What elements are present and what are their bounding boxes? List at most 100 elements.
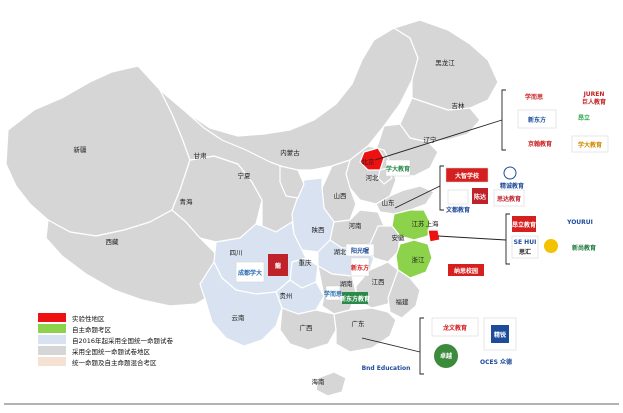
logo-juren: JUREN 巨人教育: [582, 91, 606, 106]
logo-yangguangwo: 阳光喔: [345, 243, 375, 257]
province-shanghai: [427, 229, 441, 243]
svg-text:文都教育: 文都教育: [445, 206, 470, 214]
logo-angli: 昂立: [578, 114, 590, 122]
logo-xindongfang-education: 新东方教育: [340, 292, 370, 304]
label-neimenggu: 内蒙古: [280, 148, 300, 157]
logo-bnd: Bnd Education: [362, 365, 411, 372]
legend-item-mixed: 统一命题及自主命题混合考区: [38, 357, 157, 367]
logo-jingrui: 精锐: [483, 317, 517, 351]
logo-long-sichuan: 龍: [268, 254, 288, 276]
label-guangdong: 广东: [352, 319, 366, 328]
legend-label-pilot: 实验性地区: [72, 314, 105, 323]
legend-item-national-2016: 自2016年起采用全国统一命题试卷: [38, 335, 174, 345]
svg-text:纳思校园: 纳思校园: [454, 267, 478, 275]
svg-text:YOURUI: YOURUI: [566, 219, 593, 226]
label-guangxi: 广西: [300, 323, 314, 332]
svg-text:成都学大: 成都学大: [238, 269, 262, 277]
label-jilin: 吉林: [452, 101, 466, 110]
label-anhui: 安徽: [392, 233, 406, 242]
province-zhejiang: [395, 239, 433, 279]
label-hubei: 湖北: [334, 247, 348, 256]
logo-jingcheng: 精诚教育: [500, 166, 524, 190]
label-chongqing: 重庆: [299, 258, 313, 267]
label-jiangsu: 江苏: [412, 219, 426, 228]
logo-xueersi: 学而思: [525, 93, 543, 101]
label-shanghai: 上海: [426, 219, 440, 228]
logo-longwen: 龙文教育: [431, 317, 479, 337]
logo-xueda: 学大教育: [571, 135, 609, 153]
label-shandong: 山东: [382, 198, 396, 207]
legend-label-national: 采用全国统一命题试卷地区: [72, 347, 151, 356]
label-yunnan: 云南: [232, 313, 246, 322]
svg-text:JUREN: JUREN: [583, 91, 605, 98]
logo-dazhi: 大智学校: [445, 167, 489, 183]
legend-swatch-national: [38, 346, 66, 355]
legend-label-national-2016: 自2016年起采用全国统一命题试卷: [72, 336, 174, 345]
label-sichuan: 四川: [230, 249, 243, 257]
label-zhejiang: 浙江: [412, 255, 426, 264]
svg-text:新东方: 新东方: [528, 116, 546, 124]
label-shanxi: 山西: [334, 191, 348, 200]
logo-wendu: 文都教育: [445, 189, 470, 214]
logo-xueda-chengdu: 成都学大: [235, 261, 265, 283]
province-ningxia: [279, 165, 305, 199]
province-yunnan: [199, 261, 283, 347]
logo-jinghan: 京翰教育: [528, 140, 552, 148]
logo-xueersi-hubei: 学而思: [324, 285, 342, 301]
label-hebei: 河北: [366, 174, 380, 182]
logo-yourui: YOURUI: [566, 219, 593, 226]
province-guangxi: [279, 307, 337, 351]
logo-angli-shanghai: 昂立教育: [512, 216, 536, 232]
svg-text:新东方教育: 新东方教育: [340, 295, 370, 303]
svg-text:新尚教育: 新尚教育: [572, 244, 596, 252]
legend-swatch-self-exam: [38, 324, 66, 333]
legend-item-pilot: 实验性地区: [38, 313, 105, 323]
svg-text:新东方: 新东方: [351, 264, 369, 272]
svg-text:SE HUI: SE HUI: [514, 239, 537, 246]
legend-item-self-exam: 自主命题考区: [38, 324, 112, 334]
label-hunan: 湖南: [340, 279, 354, 288]
svg-text:OCES 众德: OCES 众德: [480, 358, 512, 366]
svg-text:学而思: 学而思: [525, 93, 543, 101]
label-liaoning: 辽宁: [424, 135, 438, 144]
svg-text:精锐: 精锐: [494, 331, 506, 339]
label-xinjiang: 新疆: [74, 145, 88, 154]
label-guizhou: 贵州: [280, 291, 293, 300]
svg-text:学大教育: 学大教育: [386, 165, 410, 173]
logo-oces: OCES 众德: [480, 358, 512, 366]
callout-beijing: [374, 119, 503, 161]
logo-sida: 思达教育: [493, 189, 525, 207]
callout-shanghai: [437, 235, 507, 241]
label-gansu: 甘肃: [194, 151, 208, 160]
logo-xindongfang: 新东方: [517, 109, 557, 129]
callout-shandong: [394, 185, 441, 209]
legend-swatch-pilot: [38, 313, 66, 322]
svg-text:卓越: 卓越: [440, 352, 453, 360]
legend-label-self-exam: 自主命题考区: [72, 325, 112, 334]
svg-text:精诚教育: 精诚教育: [500, 182, 524, 190]
label-shaanxi: 陕西: [312, 225, 326, 234]
svg-text:龙文教育: 龙文教育: [443, 324, 467, 332]
label-ningxia: 宁夏: [238, 171, 252, 180]
svg-text:大智学校: 大智学校: [455, 172, 480, 180]
logo-xinshang: 新尚教育: [544, 239, 596, 253]
bracket-shanghai: [505, 213, 510, 265]
label-qinghai: 青海: [180, 197, 194, 206]
bracket-guangdong: [419, 317, 424, 375]
label-jiangxi: 江西: [372, 278, 386, 286]
legend-swatch-mixed: [38, 357, 66, 366]
province-fujian: [387, 269, 421, 319]
province-guangdong: [333, 307, 397, 353]
legend-item-national: 采用全国统一命题试卷地区: [38, 346, 151, 356]
logo-chenda: 陈达: [472, 188, 488, 204]
province-shandong: [375, 185, 435, 215]
callout-guangdong: [361, 337, 421, 353]
label-heilongjiang: 黑龙江: [435, 58, 455, 67]
logo-nasi: 纳思校园: [448, 264, 484, 276]
svg-text:思汇: 思汇: [519, 248, 531, 256]
label-hainan: 海南: [312, 377, 326, 386]
svg-text:巨人教育: 巨人教育: [582, 98, 606, 106]
bracket-shandong: [439, 165, 444, 211]
